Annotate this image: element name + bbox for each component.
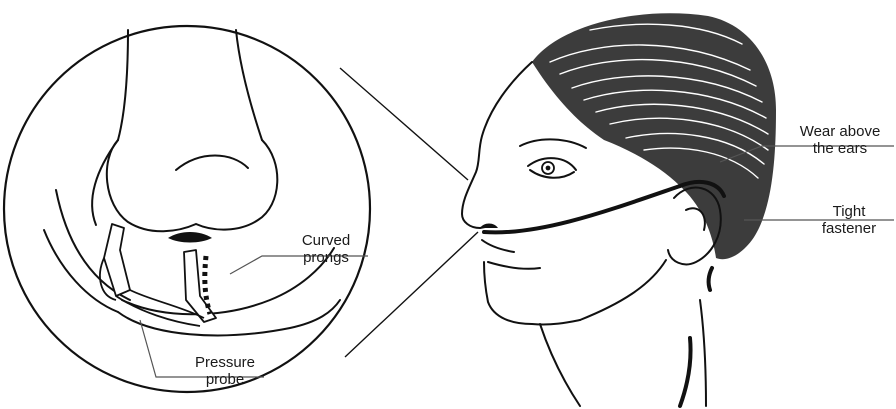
neck-back [700, 300, 706, 406]
pressure-probe-line-1: Pressure [186, 354, 264, 371]
cannula-behind-ear [709, 268, 712, 290]
pressure-probe-label: Pressure probe [186, 354, 264, 388]
curved-prongs-label: Curved prongs [288, 232, 364, 266]
magnifier-circle [4, 26, 370, 392]
pupil [546, 166, 551, 171]
wear-above-ears-label: Wear above the ears [786, 123, 894, 157]
curved-prongs-line-2: prongs [288, 249, 364, 266]
lower-face [484, 262, 580, 325]
tight-fastener-label: Tight fastener [806, 203, 892, 237]
tight-fastener-line-1: Tight [806, 203, 892, 220]
face-nostril [480, 224, 498, 229]
mouth [488, 262, 540, 269]
neck-front [540, 324, 580, 406]
cannula-down-neck [680, 338, 691, 406]
tight-fastener-line-2: fastener [806, 220, 892, 237]
eyebrow [520, 139, 586, 148]
upper-lip [482, 240, 514, 252]
curved-prongs-line-1: Curved [288, 232, 364, 249]
cannula-line [484, 186, 680, 232]
jaw-line [580, 260, 666, 320]
wear-above-line-1: Wear above [786, 123, 894, 140]
wear-above-line-2: the ears [786, 140, 894, 157]
pressure-probe-line-2: probe [186, 371, 264, 388]
ear-inner [686, 208, 705, 230]
magnified-view [4, 26, 478, 392]
